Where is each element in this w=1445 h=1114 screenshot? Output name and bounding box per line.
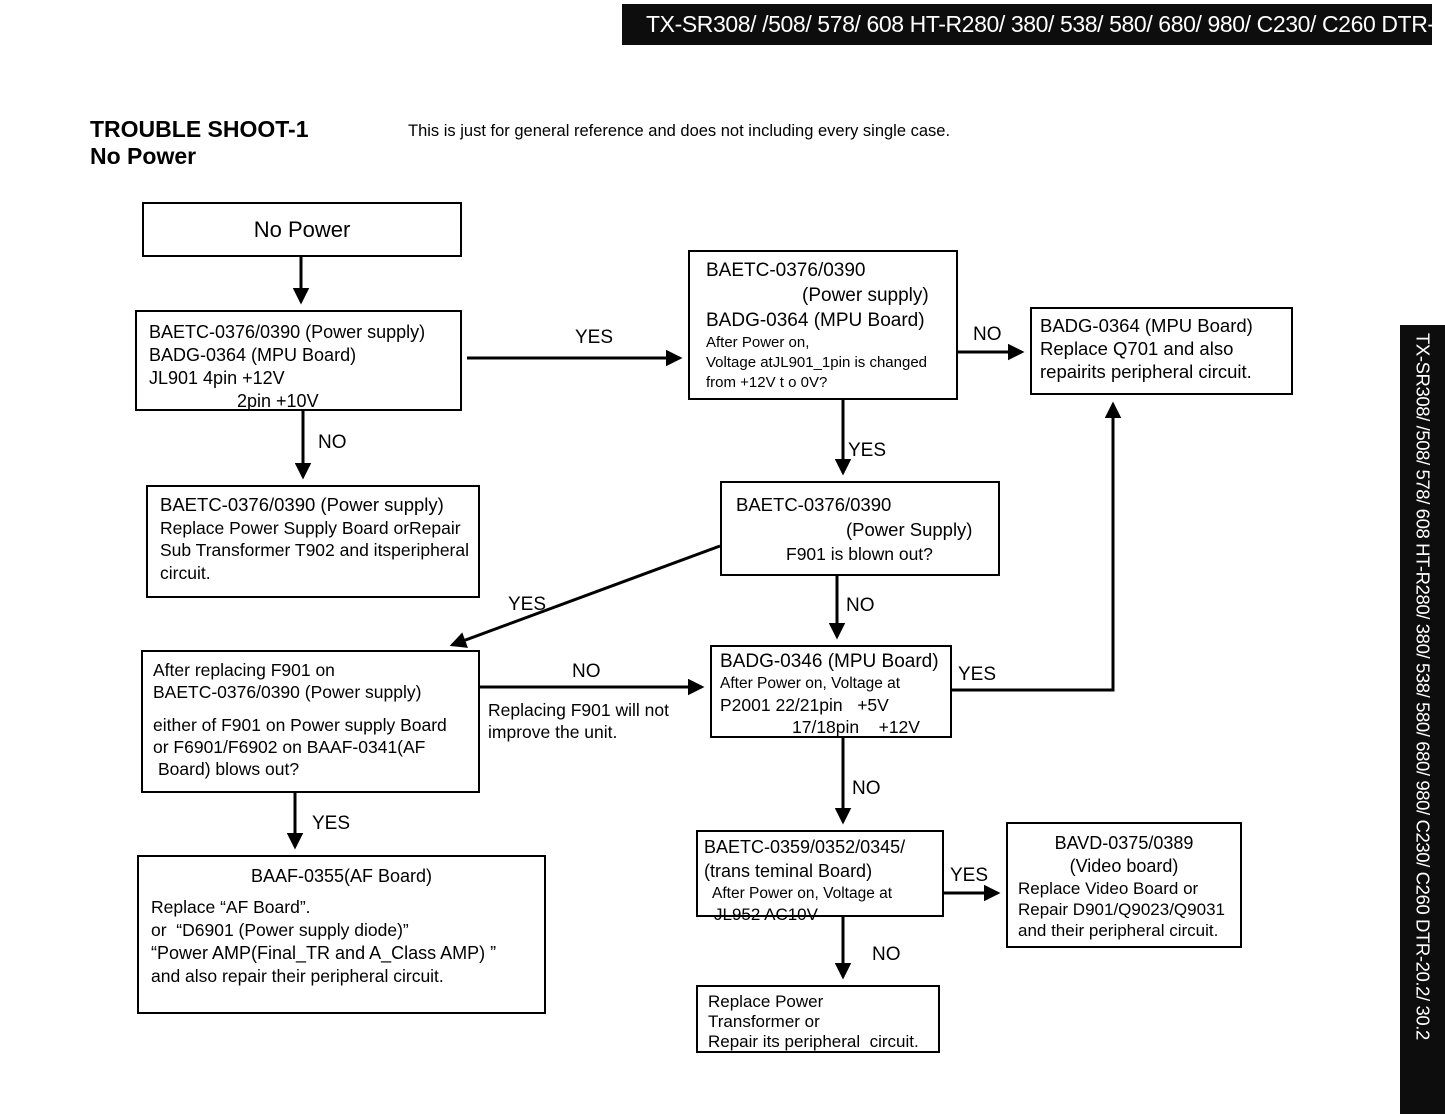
branch-label-yes: YES <box>958 664 997 685</box>
branch-label-yes: YES <box>312 813 351 834</box>
branch-label-no: NO <box>872 944 901 965</box>
node-check-jl901-1pin: BAETC-0376/0390 (Power supply) BADG-0364… <box>688 250 958 400</box>
node-check-jl952-voltage: BAETC-0359/0352/0345/ (trans teminal Boa… <box>696 830 944 924</box>
node-replace-power-transformer: Replace Power Transformer or Repair its … <box>696 985 940 1053</box>
node-check-f901-blown: BAETC-0376/0390 (Power Supply) F901 is b… <box>720 481 1000 576</box>
branch-label-yes: YES <box>508 594 547 615</box>
node-replace-power-supply: BAETC-0376/0390 (Power supply) Replace P… <box>146 485 480 598</box>
node-check-jl901-voltage: BAETC-0376/0390 (Power supply) BADG-0364… <box>135 310 462 411</box>
model-header-bar: TX-SR308/ /508/ 578/ 608 HT-R280/ 380/ 5… <box>622 4 1445 45</box>
model-list-text: TX-SR308/ /508/ 578/ 608 HT-R280/ 380/ 5… <box>646 11 1445 37</box>
branch-label-no: NO <box>846 595 875 616</box>
branch-label-no: NO <box>852 778 881 799</box>
node-replace-q701: BADG-0364 (MPU Board) Replace Q701 and a… <box>1030 307 1293 395</box>
page-title-line1: TROUBLE SHOOT-1 <box>90 116 309 142</box>
disclaimer-note: This is just for general reference and d… <box>408 122 951 140</box>
node-after-replacing-f901: After replacing F901 on BAETC-0376/0390 … <box>141 650 480 793</box>
branch-label-no: NO <box>318 432 347 453</box>
node-check-p2001-voltage: BADG-0346 (MPU Board) After Power on, Vo… <box>710 645 952 738</box>
node-no-power: No Power <box>142 202 462 257</box>
branch-label-yes: YES <box>848 440 887 461</box>
node-replace-af-board: BAAF-0355(AF Board) Replace “AF Board”. … <box>137 855 546 1014</box>
branch-label-no: NO <box>572 661 601 682</box>
node-replace-video-board: BAVD-0375/0389 (Video board) Replace Vid… <box>1006 822 1242 948</box>
page-title: TROUBLE SHOOT-1 No Power <box>90 116 309 170</box>
f901-no-improve-note: Replacing F901 will not improve the unit… <box>488 700 669 742</box>
branch-label-no: NO <box>973 324 1002 345</box>
branch-label-yes: YES <box>575 327 614 348</box>
model-side-bar: TX-SR308/ /508/ 578/ 608 HT-R280/ 380/ 5… <box>1400 325 1445 1114</box>
branch-label-yes: YES <box>950 865 989 886</box>
model-list-vertical-text: TX-SR308/ /508/ 578/ 608 HT-R280/ 380/ 5… <box>1412 333 1434 1040</box>
page-title-line2: No Power <box>90 143 197 169</box>
